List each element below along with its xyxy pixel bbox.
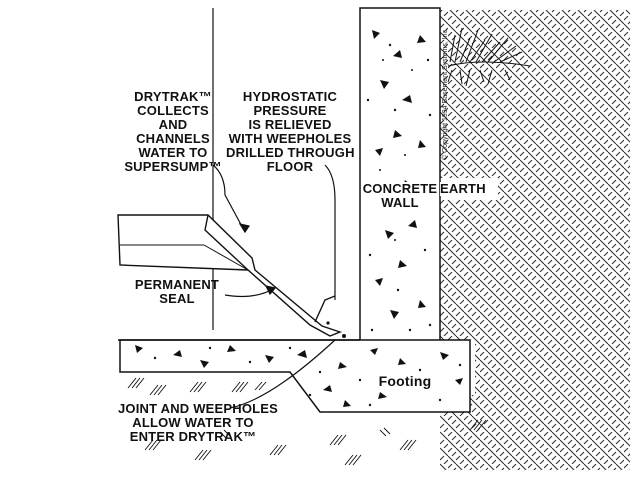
concrete-wall-label: CONCRETE WALL (362, 181, 438, 210)
weephole-dot (342, 334, 346, 338)
earth-label: EARTH (440, 182, 492, 196)
grass-tuft (447, 27, 531, 87)
permanent-seal-label: PERMANENT SEAL (134, 277, 220, 306)
footing-aggregate (135, 345, 463, 407)
earth-region (440, 10, 630, 470)
concrete-wall (359, 7, 441, 345)
drytrak-channel (117, 214, 343, 337)
wall-aggregate (366, 30, 432, 332)
joint-label: JOINT AND WEEPHOLES ALLOW WATER TO ENTER… (118, 401, 279, 444)
leader-lines (212, 164, 336, 409)
copyright-text: © Copyright 1994 Basement Systems, Inc. (442, 28, 449, 160)
footing-label: Footing (372, 374, 438, 388)
hydrostatic-label: HYDROSTATIC PRESSURE IS RELIEVED WITH WE… (226, 89, 355, 174)
soil-patches (127, 377, 487, 466)
drytrak-label: DRYTRAK™ COLLECTS AND CHANNELS WATER TO … (124, 89, 222, 174)
